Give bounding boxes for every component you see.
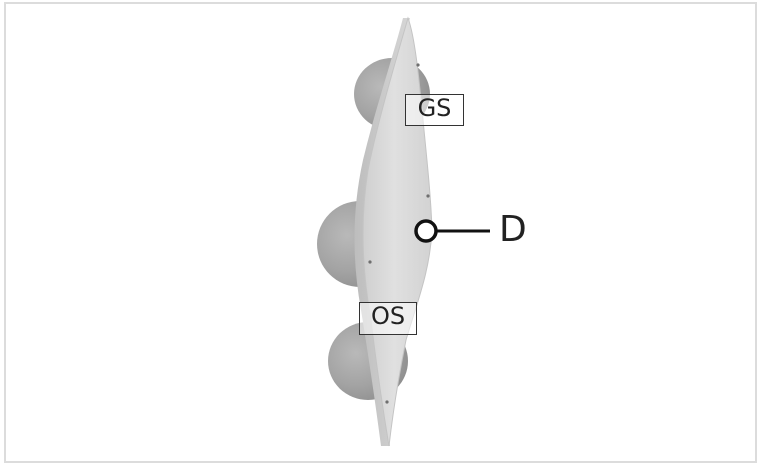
plate-edge [354, 18, 410, 446]
hole-marker [416, 63, 420, 67]
callout-label-d: D [499, 209, 527, 250]
hole-marker [426, 194, 430, 198]
hole-marker [385, 400, 389, 404]
label-os: OS [359, 302, 417, 335]
callout-dot [414, 219, 438, 243]
hole-marker [368, 260, 372, 264]
label-gs: GS [405, 94, 464, 126]
